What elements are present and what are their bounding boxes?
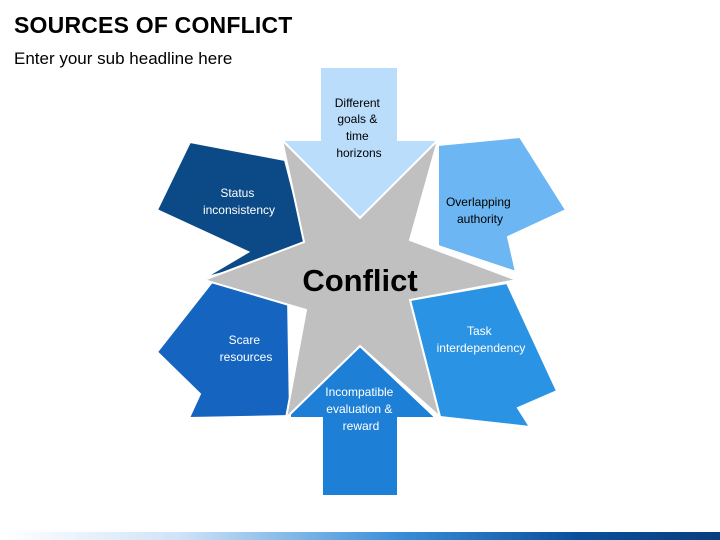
center-star xyxy=(200,136,521,421)
page-title: SOURCES OF CONFLICT xyxy=(14,12,293,38)
footer-gradient-bar xyxy=(0,532,720,540)
arrow-authority xyxy=(437,135,568,274)
label-goals: Different goals & time horizons xyxy=(335,96,383,160)
center-label: Conflict xyxy=(302,263,417,298)
label-task: Task interdependency xyxy=(437,324,526,355)
label-authority: Overlapping authority xyxy=(446,195,514,226)
label-status: Status inconsistency xyxy=(203,186,275,217)
page-subtitle: Enter your sub headline here xyxy=(14,49,233,68)
label-evaluation: Incompatible evaluation & reward xyxy=(325,385,396,433)
label-resources: Scare resources xyxy=(220,333,273,364)
